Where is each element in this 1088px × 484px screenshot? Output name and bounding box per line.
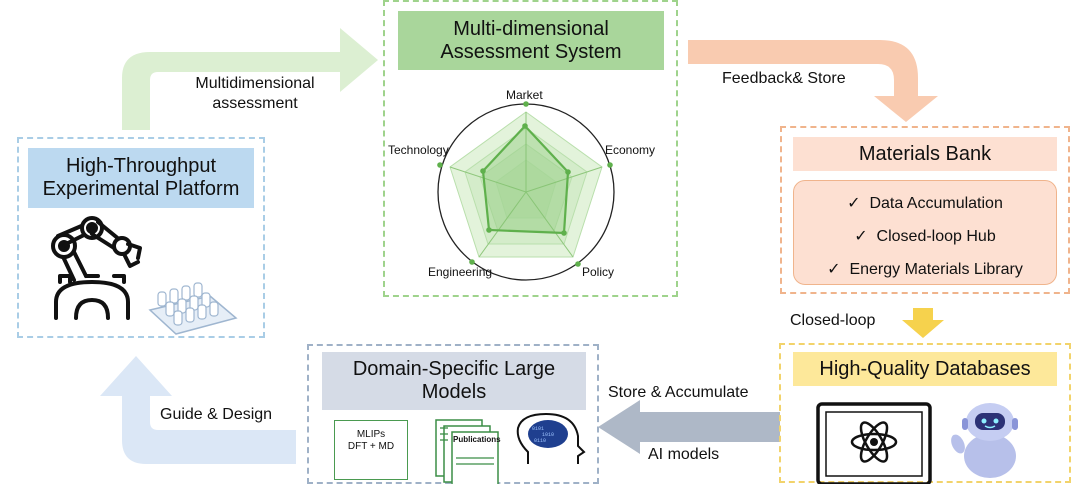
materials-bank-panel [780,126,1070,294]
radar-point-market [522,123,528,129]
store-accumulate-arrow [598,400,780,454]
dft-md-label: DFT + MD [347,441,395,452]
svg-text:0110: 0110 [534,438,546,444]
closed-loop-arrow [902,308,944,338]
platform-title: High-Throughput Experimental Platform [28,148,254,208]
radar-axis-dot-market [523,101,529,107]
publications-label: Publications [453,435,501,444]
radar-axis-dot-policy [575,261,581,267]
radar-label-technology: Technology [388,143,449,157]
check-icon: ✓ [854,228,868,245]
radar-point-engineering [486,227,492,233]
models-title: Domain-Specific Large Models [322,352,586,410]
radar-chart [437,101,615,281]
materials-bank-item-label: Energy Materials Library [849,261,1023,278]
radar-data-polygon [481,124,570,235]
materials-bank-list: ✓ Data Accumulation ✓ Closed-loop Hub ✓ … [793,180,1057,285]
radar-point-policy [561,230,567,236]
well-plate-icon [148,282,238,335]
radar-point-economy [565,169,571,175]
mlips-label: MLIPs [356,429,386,440]
platform-panel [17,137,265,338]
radar-label-policy: Policy [582,265,615,279]
materials-bank-item: ✓ Closed-loop Hub [794,227,1056,247]
assessment-panel [383,0,678,297]
radar-point-technology [480,168,486,174]
svg-text:0101: 0101 [532,426,544,432]
multidimensional-arrow [122,28,378,130]
radar-label-market: Market [506,88,543,102]
closed-loop-label: Closed-loop [790,312,876,329]
materials-bank-title: Materials Bank [793,137,1057,171]
materials-bank-item-label: Closed-loop Hub [876,228,996,245]
feedback-arrow [688,40,938,122]
brain-head-icon: 0101 1010 0110 [516,412,586,464]
store-accumulate-label: Store & Accumulate [608,384,749,401]
multidimensional-label: Multidimensional assessment [180,74,330,114]
materials-bank-item: ✓ Data Accumulation [794,194,1056,214]
assessment-title: Multi-dimensional Assessment System [398,11,664,70]
svg-text:1010: 1010 [542,432,554,438]
databases-title: High-Quality Databases [793,352,1057,386]
ai-models-label: AI models [648,446,720,463]
feedback-label: Feedback& Store [722,70,846,87]
multidimensional-label-line2: assessment [212,95,298,112]
radar-axis-dot-economy [607,162,613,168]
radar-label-economy: Economy [605,143,656,157]
radar-axis-dot-engineering [469,259,475,265]
materials-bank-item: ✓ Energy Materials Library [794,260,1056,280]
multidimensional-label-line1: Multidimensional [195,75,315,92]
materials-bank-item-label: Data Accumulation [869,195,1003,212]
guide-design-label: Guide & Design [160,406,273,423]
flow-arrows [100,28,944,464]
check-icon: ✓ [827,261,841,278]
robot-arm-icon [51,216,142,320]
radar-data-points [437,101,613,267]
check-icon: ✓ [847,195,861,212]
radar-label-engineering: Engineering [428,265,493,279]
guide-design-arrow [100,356,296,464]
radar-axis-dot-technology [437,162,443,168]
